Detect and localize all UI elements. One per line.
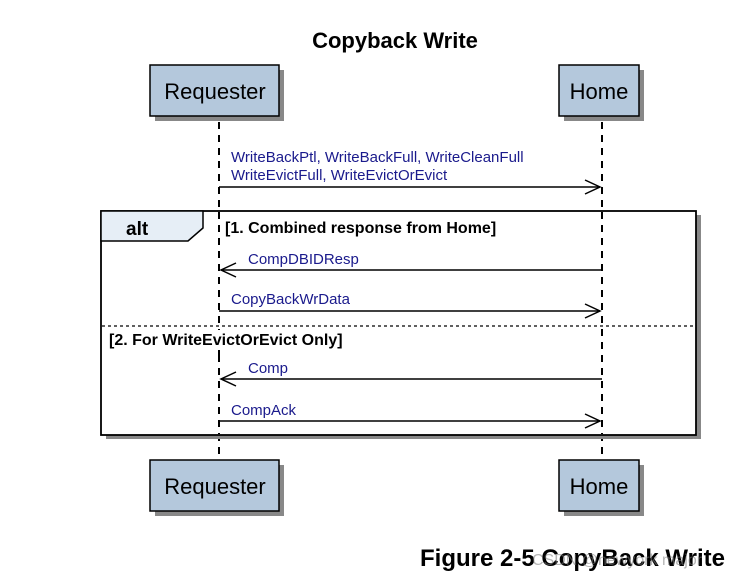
diagram-title: Copyback Write	[312, 28, 478, 53]
alt-operator-label: alt	[126, 219, 149, 240]
participant-home-top: Home	[558, 64, 644, 121]
alt-guard-1: [1. Combined response from Home]	[225, 220, 496, 237]
message-comp-label: Comp	[248, 360, 288, 377]
alt-fragment-frame	[100, 210, 697, 436]
alt-operator-tab: alt	[100, 210, 204, 242]
message-initial-line-1: WriteBackPtl, WriteBackFull, WriteCleanF…	[231, 149, 524, 166]
message-initial-line-2: WriteEvictFull, WriteEvictOrEvict	[231, 167, 448, 184]
message-copybackwrdata: CopyBackWrData	[219, 291, 602, 319]
participant-home-bottom: Home	[558, 459, 644, 516]
alt-guard-2: [2. For WriteEvictOrEvict Only]	[109, 332, 343, 349]
message-initial: WriteBackPtl, WriteBackFull, WriteCleanF…	[219, 149, 602, 195]
message-comp: Comp	[219, 360, 602, 387]
participant-requester-top-label: Requester	[164, 79, 266, 104]
participant-requester-bottom-label: Requester	[164, 474, 266, 499]
message-compack-label: CompAck	[231, 402, 297, 419]
participant-home-bottom-label: Home	[570, 474, 629, 499]
message-compack: CompAck	[219, 402, 602, 429]
message-compdbidresp: CompDBIDResp	[219, 251, 602, 278]
figure-caption: Figure 2-5 CopyBack Write	[420, 545, 725, 572]
watermark: CSDN @newyork major	[532, 552, 703, 569]
participant-home-top-label: Home	[570, 79, 629, 104]
participant-requester-bottom: Requester	[149, 459, 284, 516]
participant-requester-top: Requester	[149, 64, 284, 121]
message-copybackwrdata-label: CopyBackWrData	[231, 291, 351, 308]
message-compdbidresp-label: CompDBIDResp	[248, 251, 359, 268]
